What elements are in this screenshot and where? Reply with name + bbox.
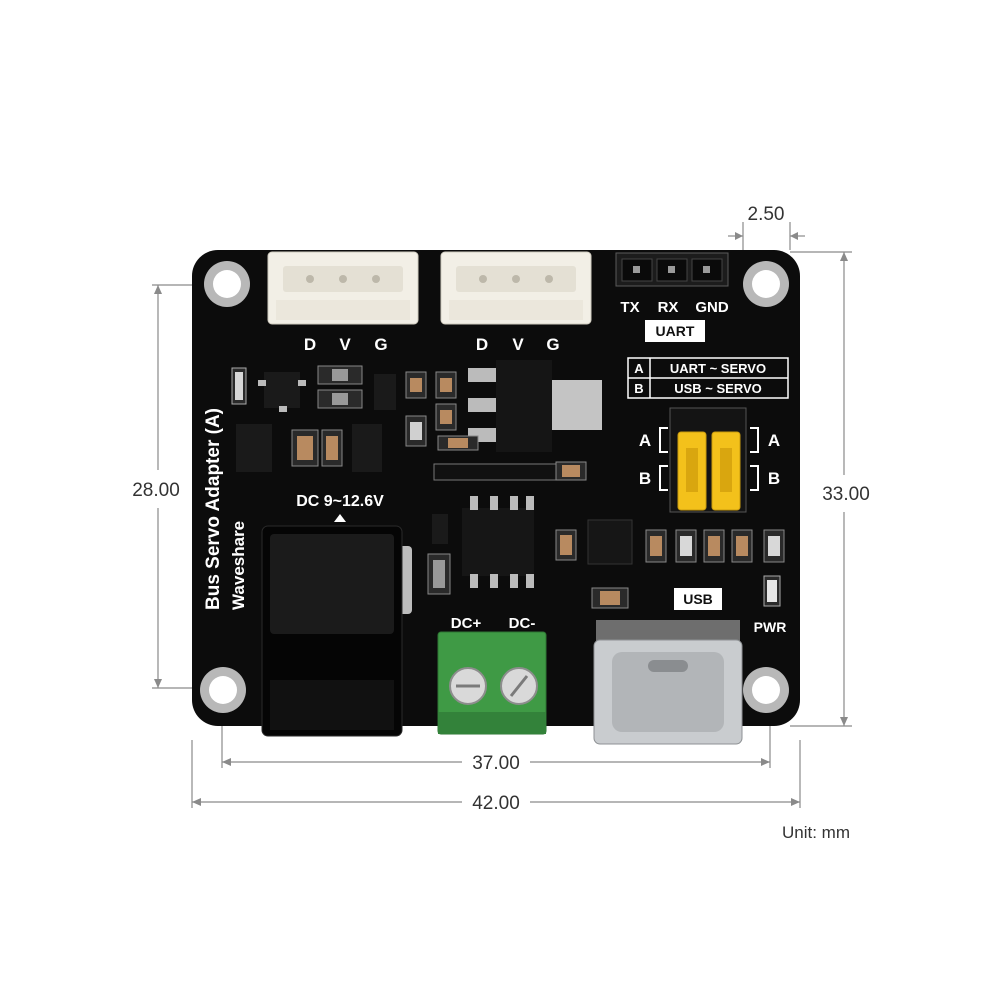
servo-connector-left xyxy=(267,251,419,325)
dim-hole-spacing-vertical: 28.00 xyxy=(132,480,180,501)
dc-barrel-jack xyxy=(261,525,412,737)
usb-label: USB xyxy=(683,591,713,607)
dim-hole-offset: 2.50 xyxy=(748,204,785,225)
usb-c-port xyxy=(593,620,743,745)
jumper-left-b: B xyxy=(639,469,651,488)
terminal-minus-label: DC- xyxy=(509,615,536,632)
uart-pin-tx: TX xyxy=(620,299,639,316)
dim-hole-spacing-horizontal: 37.00 xyxy=(472,753,520,774)
jumper-right-b: B xyxy=(768,469,780,488)
screw-terminal-block xyxy=(437,631,547,735)
jumper-right-a: A xyxy=(768,431,780,450)
power-input-arrow xyxy=(334,514,346,522)
uart-label: UART xyxy=(656,323,695,339)
unit-label: Unit: mm xyxy=(782,823,850,842)
jumper-left-a: A xyxy=(639,431,651,450)
mode-table xyxy=(627,357,789,399)
usb-label-box xyxy=(674,588,722,610)
smd-components xyxy=(231,360,785,609)
board-brand: Waveshare xyxy=(229,521,248,610)
mounting-hole-bottom-left xyxy=(200,667,246,713)
mounting-hole-bottom-right xyxy=(743,667,789,713)
dim-board-width: 42.00 xyxy=(472,793,520,814)
right-pin-d: D xyxy=(476,335,488,354)
servo-connector-right xyxy=(440,251,592,325)
right-pin-g: G xyxy=(546,335,559,354)
board-name: Bus Servo Adapter (A) xyxy=(203,408,224,610)
jumper-brackets xyxy=(659,427,759,491)
uart-pin-gnd: GND xyxy=(695,299,729,316)
power-input-label: DC 9~12.6V xyxy=(296,493,384,510)
mounting-hole-top-left xyxy=(204,261,250,307)
dimension-arrowheads xyxy=(154,232,848,806)
uart-header xyxy=(615,252,729,287)
right-pin-v: V xyxy=(512,335,524,354)
dim-board-height: 33.00 xyxy=(822,484,870,505)
mounting-hole-top-right xyxy=(743,261,789,307)
mode-value-a: UART ~ SERVO xyxy=(670,361,766,376)
left-pin-d: D xyxy=(304,335,316,354)
mode-value-b: USB ~ SERVO xyxy=(674,381,762,396)
mode-key-b: B xyxy=(634,381,643,396)
dimension-lines xyxy=(152,222,852,808)
terminal-plus-label: DC+ xyxy=(451,615,482,632)
uart-label-box xyxy=(645,320,705,342)
pwr-label: PWR xyxy=(754,619,787,635)
left-pin-g: G xyxy=(374,335,387,354)
uart-pin-rx: RX xyxy=(658,299,679,316)
left-pin-v: V xyxy=(339,335,351,354)
jumper-block xyxy=(669,407,747,513)
mode-key-a: A xyxy=(634,361,644,376)
